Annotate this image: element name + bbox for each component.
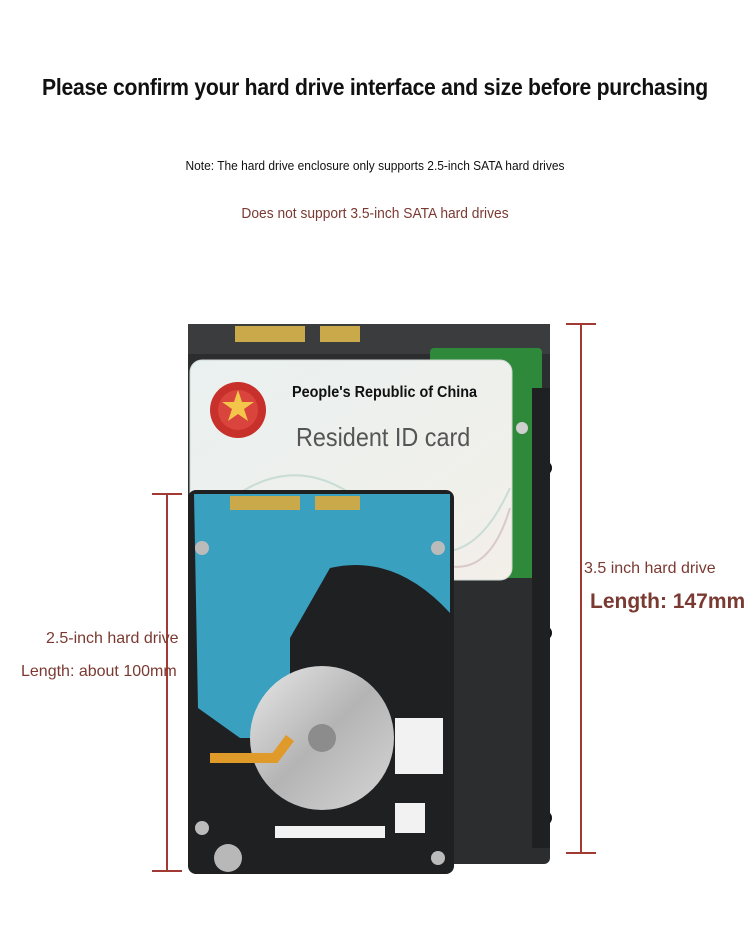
hard-drive-photo (188, 324, 552, 874)
page-title: Please confirm your hard drive interface… (42, 74, 708, 100)
compatibility-note: Note: The hard drive enclosure only supp… (185, 158, 565, 173)
drive-25-body (188, 490, 454, 874)
drive-25-length: Length: about 100mm (21, 663, 177, 680)
dimension-marker-35 (566, 323, 596, 854)
dimension-marker-25 (152, 493, 182, 872)
unsupported-warning: Does not support 3.5-inch SATA hard driv… (241, 205, 509, 222)
id-card-line1: People's Republic of China (292, 384, 478, 401)
drive-25-name: 2.5-inch hard drive (46, 630, 179, 647)
drive-35-length: Length: 147mm (590, 590, 746, 613)
drive-35-name: 3.5 inch hard drive (584, 560, 716, 577)
id-card-line2: Resident ID card (296, 422, 471, 452)
